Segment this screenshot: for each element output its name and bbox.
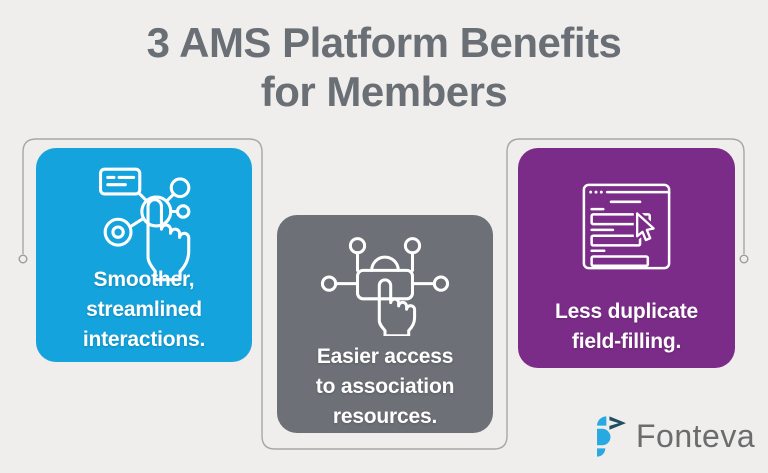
cursor-arrow-icon	[635, 212, 655, 242]
benefit-card-less-duplicate: Less duplicate field-filling.	[518, 148, 735, 368]
connector-path	[22, 138, 745, 450]
fonteva-logo-mark-icon	[597, 416, 626, 457]
card-label-line: Easier access	[316, 345, 454, 368]
card-label-line: resources.	[332, 405, 438, 428]
benefit-card-smoother-interactions: Smoother, streamlined interactions.	[36, 148, 252, 362]
card-label: Easier access to association resources.	[277, 342, 493, 432]
page-title-line-2: for Members	[260, 68, 508, 115]
card-label-line: to association	[315, 375, 455, 398]
benefit-card-easier-access: Easier access to association resources.	[277, 215, 493, 433]
card-label: Smoother, streamlined interactions.	[36, 265, 252, 355]
connector-dot-left	[18, 254, 28, 264]
card-label-line: Smoother,	[93, 268, 195, 291]
card-label-line: interactions.	[82, 328, 206, 351]
page-title: 3 AMS Platform Benefits for Members	[0, 18, 768, 116]
card-label-line: field-filling.	[571, 330, 682, 353]
connector-dot-right	[739, 254, 749, 264]
fonteva-logo: Fonteva	[596, 410, 768, 462]
card-label-line: Less duplicate	[554, 300, 699, 323]
tap-network-icon	[98, 167, 191, 282]
page-title-line-1: 3 AMS Platform Benefits	[146, 19, 622, 66]
form-fields-cursor-icon	[582, 183, 671, 270]
tap-lock-network-icon	[320, 237, 450, 336]
fonteva-logo-text: Fonteva	[636, 418, 756, 454]
card-label: Less duplicate field-filling.	[518, 297, 735, 357]
card-label-line: streamlined	[86, 298, 202, 321]
